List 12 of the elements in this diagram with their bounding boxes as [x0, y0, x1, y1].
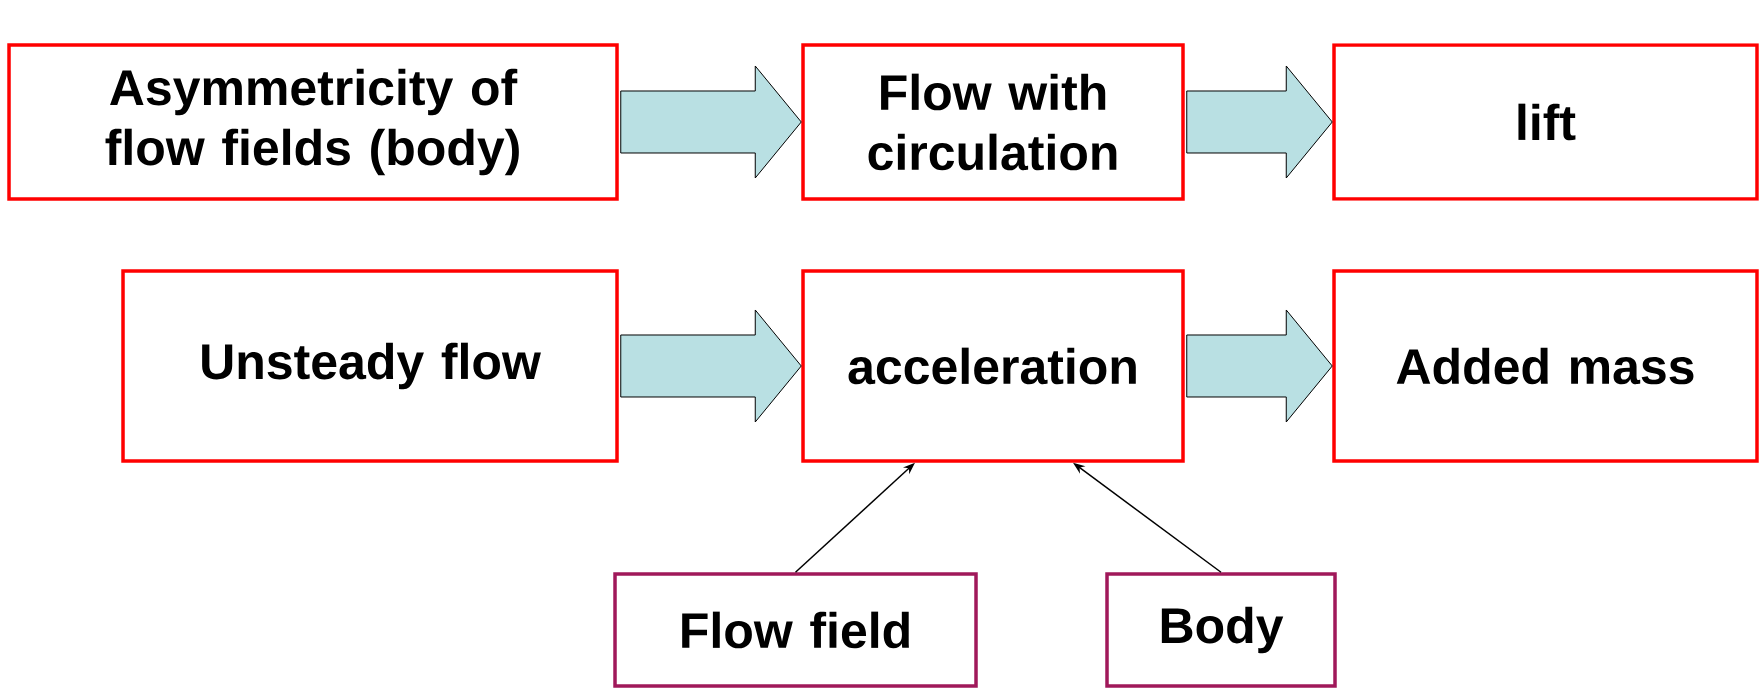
process-box: Added mass [1332, 269, 1759, 463]
process-box: Asymmetricity of flow fields (body) [7, 43, 619, 201]
process-box: Flow with circulation [801, 43, 1185, 201]
block-arrow [1186, 65, 1333, 179]
process-box: Unsteady flow [121, 269, 619, 463]
process-box: acceleration [801, 269, 1185, 463]
block-arrow [620, 65, 802, 179]
process-box: lift [1332, 43, 1759, 201]
process-box: Body [1105, 572, 1337, 688]
block-arrow [620, 309, 802, 423]
block-arrow [1186, 309, 1333, 423]
process-box: Flow field [613, 572, 978, 688]
